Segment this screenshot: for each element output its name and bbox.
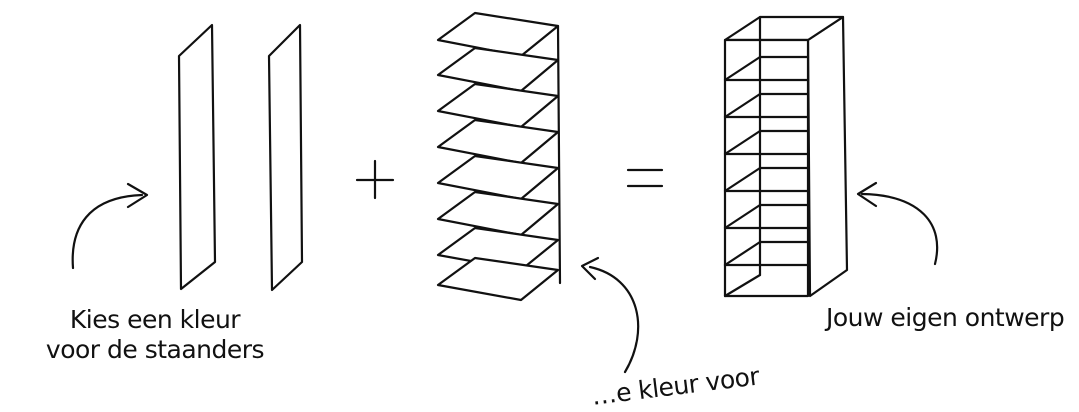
side-panel-left <box>177 23 217 291</box>
label-choose-uprights-color: Kies een kleur voor de staanders <box>45 305 265 364</box>
shelf-stack <box>436 11 562 302</box>
shelf-board <box>436 190 560 237</box>
diagram-stage: Kies een kleur voor de staanders Jouw ei… <box>45 11 1065 411</box>
shelf-board <box>436 118 560 165</box>
shelf-board <box>436 154 560 201</box>
side-panel-right <box>267 23 304 292</box>
equals-sign <box>626 168 664 188</box>
cabinet-side <box>806 15 849 298</box>
label-own-design: Jouw eigen ontwerp <box>826 303 1065 332</box>
shelf-stack-back-edge <box>556 24 562 285</box>
assembled-cabinet <box>723 15 849 298</box>
shelf-board <box>436 11 560 58</box>
arrow-to-cabinet <box>856 181 939 266</box>
shelf-board <box>436 46 560 93</box>
arrow-to-panels <box>71 182 149 270</box>
plus-sign <box>355 159 395 200</box>
shelf-board <box>436 82 560 129</box>
arrow-to-shelves <box>580 256 640 374</box>
shelf-board <box>436 256 560 302</box>
diagram-illustration <box>71 11 939 374</box>
cabinet-compartments <box>723 55 810 298</box>
